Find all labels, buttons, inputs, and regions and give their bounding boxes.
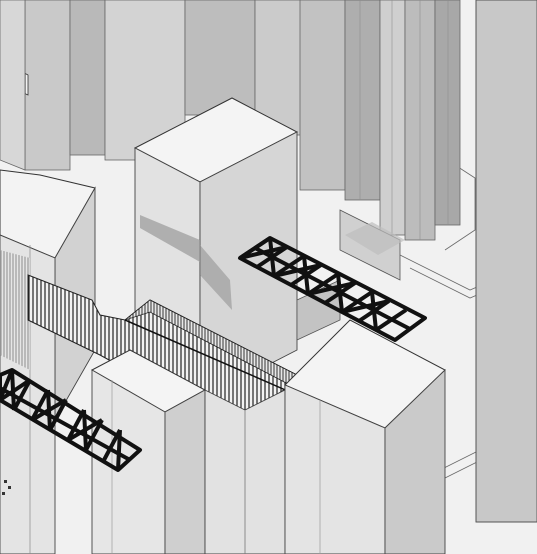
tower-right-tall xyxy=(475,0,537,523)
background-towers xyxy=(24,0,461,241)
truss-bridge-upper xyxy=(238,236,427,342)
tower-front-right xyxy=(284,319,446,554)
tower-mid-right xyxy=(296,209,405,341)
ground-marks xyxy=(2,480,11,495)
tower-left-far xyxy=(0,0,29,171)
truss-bridge-lower xyxy=(0,368,142,472)
tower-front-center xyxy=(204,389,286,554)
